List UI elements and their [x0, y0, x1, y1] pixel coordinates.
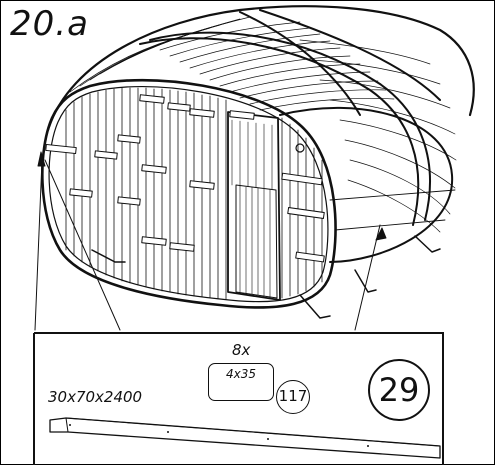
front-battens [45, 94, 325, 263]
quantity-label: 8x [232, 341, 251, 359]
roof-outline [46, 5, 475, 132]
screw-size-label: 4x35 [225, 367, 256, 381]
callout-box [33, 332, 444, 465]
part-number-circle: 29 [368, 359, 430, 421]
callout-pointers [34, 151, 387, 331]
step-label: 20.a [10, 4, 89, 44]
board-dimensions-label: 30x70x2400 [48, 388, 143, 406]
side-stringers [329, 189, 456, 231]
screw-part-number: 117 [276, 380, 310, 414]
front-end-frame [41, 78, 337, 309]
roof-slats [69, 16, 457, 233]
door-opening [227, 111, 305, 301]
board-icon [49, 417, 441, 459]
front-wall-boards [65, 87, 323, 300]
vent-icon [295, 143, 305, 153]
sauna-back-end [279, 106, 454, 263]
screw-box: 4x35 [208, 363, 274, 401]
